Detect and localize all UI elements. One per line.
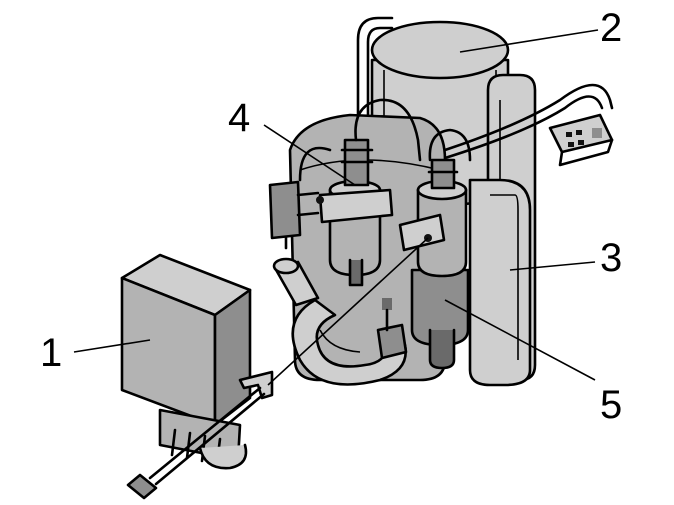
side-connector bbox=[268, 180, 320, 250]
stub-hose bbox=[272, 257, 320, 307]
leader-line-1 bbox=[73, 339, 151, 353]
callout-1: 1 bbox=[40, 331, 63, 375]
leader-line-2 bbox=[459, 29, 599, 53]
lower-hose bbox=[291, 298, 408, 386]
right-pump bbox=[398, 158, 470, 370]
leader-line-screw bbox=[267, 237, 429, 386]
leader-line-5 bbox=[444, 299, 596, 381]
vertical-bracket bbox=[468, 73, 537, 387]
module-connector bbox=[158, 408, 248, 470]
top-hose bbox=[356, 16, 394, 122]
control-module bbox=[120, 253, 274, 427]
mounting-screw bbox=[126, 386, 266, 500]
leader-line-4 bbox=[263, 124, 356, 186]
leader-line-3 bbox=[509, 261, 596, 271]
callout-5: 5 bbox=[600, 383, 623, 427]
cable bbox=[443, 83, 614, 152]
electrical-connector bbox=[548, 113, 614, 167]
leader-lines bbox=[73, 29, 599, 386]
callout-3: 3 bbox=[600, 236, 623, 280]
callout-4: 4 bbox=[228, 96, 251, 140]
left-pump bbox=[316, 138, 394, 287]
callout-2: 2 bbox=[600, 6, 623, 50]
